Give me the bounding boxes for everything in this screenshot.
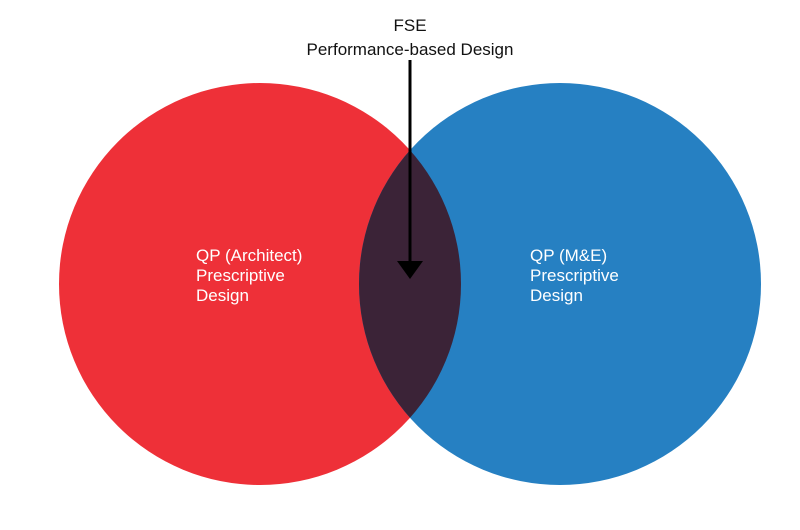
right-line-2: Prescriptive <box>530 266 619 285</box>
arrow-head <box>397 261 423 279</box>
left-circle-label: QP (Architect) Prescriptive Design <box>196 246 302 306</box>
left-line-2: Prescriptive <box>196 266 285 285</box>
fse-title: FSE Performance-based Design <box>0 14 800 62</box>
left-line-1: QP (Architect) <box>196 246 303 265</box>
fse-label: FSE <box>393 16 427 35</box>
right-circle-label: QP (M&E) Prescriptive Design <box>530 246 619 306</box>
right-line-1: QP (M&E) <box>530 246 608 265</box>
right-line-3: Design <box>530 286 583 305</box>
performance-based-design-label: Performance-based Design <box>306 40 514 59</box>
left-line-3: Design <box>196 286 249 305</box>
right-circle <box>359 83 761 485</box>
left-circle <box>59 83 461 485</box>
